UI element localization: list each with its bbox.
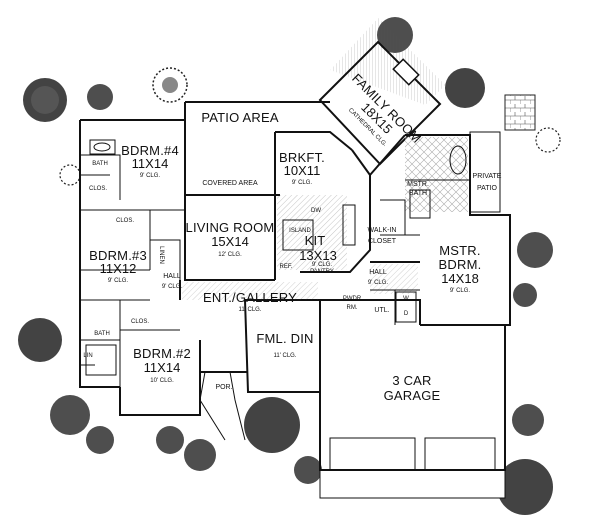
shrub-icon xyxy=(535,127,561,153)
bdrm3-size: 11X12 xyxy=(100,261,137,276)
kit-label: KIT xyxy=(305,233,326,248)
shrub-icon xyxy=(497,459,553,515)
shrub-icon xyxy=(50,395,90,435)
hall-right-floor xyxy=(370,264,418,294)
private-patio-slab xyxy=(469,131,501,213)
linen-label: LINEN xyxy=(158,246,164,264)
bdrm3-label: BDRM.#3 xyxy=(89,248,147,263)
por-label: POR. xyxy=(215,384,232,391)
bdrm4-ceiling: 9' CLG. xyxy=(140,173,160,179)
fixtures xyxy=(85,139,467,376)
shrub-icon xyxy=(294,456,322,484)
bdrm4-clos: CLOS. xyxy=(89,186,107,192)
garage-apron xyxy=(319,469,506,499)
mstr-bath-label: MSTR. xyxy=(407,181,429,188)
bdrm2-clos: CLOS. xyxy=(131,319,149,325)
shrub-icon xyxy=(184,439,216,471)
dryer-label: D xyxy=(404,311,409,317)
shrub-icon xyxy=(59,164,81,186)
private-patio-label: PRIVATE xyxy=(473,173,502,180)
bdrm2-ceiling: 10' CLG. xyxy=(150,378,174,384)
shrub-icon xyxy=(87,84,113,110)
hall-right-ceiling: 9' CLG. xyxy=(368,280,388,286)
garage-label-2: GARAGE xyxy=(384,388,441,403)
garage-label: 3 CAR xyxy=(392,373,431,388)
shrub-icon xyxy=(152,67,188,103)
kit-dw: DW xyxy=(311,208,321,214)
kitchen-floor xyxy=(277,195,347,270)
hall-left-ceiling: 9' CLG. xyxy=(162,284,182,290)
brkft-size: 10X11 xyxy=(284,163,321,178)
bdrm3-ceiling: 9' CLG. xyxy=(108,278,128,284)
fireplace-icon xyxy=(392,58,420,86)
partitions xyxy=(80,154,470,387)
garage-door-left xyxy=(329,437,416,470)
fml-din-ceiling: 11' CLG. xyxy=(273,353,296,359)
garage-door-right xyxy=(424,437,496,470)
shrub-icon xyxy=(156,426,184,454)
family-room-deck xyxy=(330,18,445,105)
kit-ref: REF. xyxy=(279,264,292,270)
gallery-floor xyxy=(182,282,318,300)
mstr-bath-label-2: BATH xyxy=(409,190,427,197)
kit-size: 13X13 xyxy=(299,248,337,263)
patio-area-slab xyxy=(185,102,330,132)
pwdr-label: PWDR xyxy=(343,296,362,302)
bdrm2-bath: BATH xyxy=(94,331,110,337)
walkin-label: WALK-IN xyxy=(368,227,397,234)
living-size: 15X14 xyxy=(211,234,249,249)
mstr-bdrm-label-2: BDRM. xyxy=(439,257,482,272)
covered-area-label: COVERED AREA xyxy=(202,180,258,187)
kit-pantry: PANTRY xyxy=(310,269,334,275)
shrub-icon xyxy=(23,78,67,122)
kit-ceiling: 9' CLG. xyxy=(312,262,332,268)
living-label: LIVING ROOM xyxy=(186,220,275,235)
shrub-icon xyxy=(513,283,537,307)
shrub-icon xyxy=(517,232,553,268)
walls xyxy=(79,40,511,471)
hall-left-label: HALL xyxy=(163,273,181,280)
bdrm4-size: 11X14 xyxy=(132,156,169,171)
washer-label: W xyxy=(403,296,409,302)
patio-area-label: PATIO AREA xyxy=(201,110,279,125)
brkft-ceiling: 9' CLG. xyxy=(292,180,312,186)
mstr-bdrm-size: 14X18 xyxy=(441,271,479,286)
brkft-label: BRKFT. xyxy=(279,150,325,165)
mstr-bath-floor xyxy=(405,137,468,212)
bdrm2-lin: LIN xyxy=(83,353,92,359)
utl-label: UTL. xyxy=(374,307,389,314)
shrub-icon xyxy=(512,404,544,436)
shrub-icon xyxy=(244,397,300,453)
bdrm4-bath: BATH xyxy=(92,161,108,167)
bdrm4-label: BDRM.#4 xyxy=(121,143,179,158)
bdrm2-label: BDRM.#2 xyxy=(133,346,191,361)
bdrm2-size: 11X14 xyxy=(144,360,181,375)
shrub-icon xyxy=(18,318,62,362)
living-ceiling: 12' CLG. xyxy=(218,252,242,258)
shrub-icon xyxy=(445,68,485,108)
mstr-bdrm-label: MSTR. xyxy=(439,243,480,258)
bdrm3-clos: CLOS. xyxy=(116,218,134,224)
fml-din-label: FML. DIN xyxy=(256,331,313,346)
entry-walk xyxy=(199,371,246,441)
stone-planter xyxy=(504,94,536,131)
pwdr-label-2: RM. xyxy=(347,305,358,311)
private-patio-label-2: PATIO xyxy=(477,185,498,192)
gallery-label: ENT./GALLERY xyxy=(203,290,297,305)
gallery-ceiling: 11' CLG. xyxy=(238,307,261,313)
mstr-bdrm-ceiling: 9' CLG. xyxy=(450,288,470,294)
shrub-icon xyxy=(86,426,114,454)
walkin-label-2: CLOSET xyxy=(368,238,397,245)
kit-island: ISLAND xyxy=(289,228,311,234)
hall-right-label: HALL xyxy=(369,269,387,276)
